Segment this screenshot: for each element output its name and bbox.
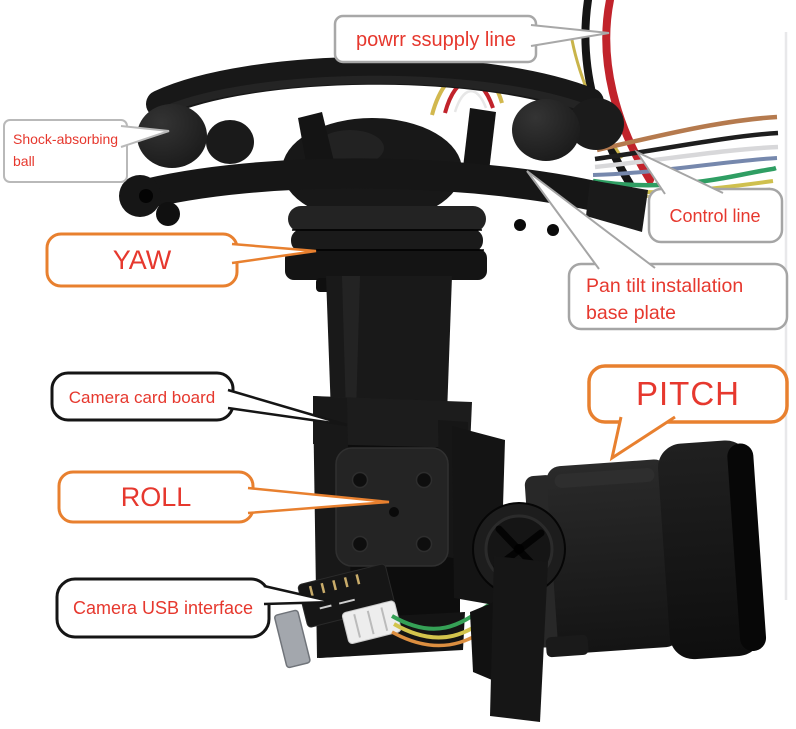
pan-tilt-bubble <box>567 262 789 331</box>
callout-shock-ball: Shock-absorbing ball <box>3 119 170 183</box>
shock-ball-left <box>137 104 207 168</box>
callout-power-supply: powrr ssupply line <box>333 14 610 64</box>
camera-usb-bubble <box>55 577 271 639</box>
power-supply-label: powrr ssupply line <box>356 29 516 51</box>
callout-pitch: PITCH <box>587 364 789 462</box>
camera-usb-board <box>274 563 402 669</box>
pan-tilt-pointer <box>526 170 656 270</box>
roll-motor-screws <box>351 471 433 553</box>
yaw-motor <box>285 206 487 292</box>
pitch-pointer <box>609 415 676 462</box>
roll-pointer <box>247 486 390 515</box>
shock-ball-label-line2: ball <box>13 153 35 169</box>
pitch-bubble <box>587 364 789 424</box>
pitch-label: PITCH <box>636 375 740 412</box>
center-knob <box>316 130 384 166</box>
camera-usb-pointer <box>263 584 335 606</box>
shock-ball-right <box>512 99 580 161</box>
callout-camera-usb: Camera USB interface <box>55 577 335 639</box>
pan-tilt-label-line1: Pan tilt installation <box>586 275 743 297</box>
callout-control-line: Control line <box>634 149 784 244</box>
wire-clamp <box>586 180 648 232</box>
shock-ball-bubble <box>3 119 128 183</box>
power-supply-pointer <box>530 24 610 47</box>
callout-roll: ROLL <box>57 470 390 524</box>
shock-ball-label-line1: Shock-absorbing <box>13 131 118 147</box>
yaw-pointer <box>231 242 317 265</box>
camera-card-label: Camera card board <box>69 388 215 407</box>
shock-absorbing-balls <box>137 98 624 168</box>
camera-usb-label: Camera USB interface <box>73 598 253 618</box>
gimbal-arm <box>326 276 452 414</box>
bottom-bracket <box>470 556 548 722</box>
roll-label: ROLL <box>121 482 192 512</box>
usb-plug <box>274 609 311 669</box>
control-line-label: Control line <box>669 206 760 226</box>
callout-pan-tilt: Pan tilt installation base plate <box>526 170 789 331</box>
camera-card-pointer <box>227 388 348 427</box>
yaw-label: YAW <box>113 245 172 275</box>
callout-yaw: YAW <box>45 232 317 288</box>
control-line-pointer <box>634 149 724 195</box>
shock-ball-pointer <box>120 125 170 148</box>
damping-plate <box>119 56 648 236</box>
roll-motor <box>335 447 449 567</box>
callout-camera-card: Camera card board <box>50 371 348 427</box>
pan-tilt-label-line2: base plate <box>586 302 676 324</box>
